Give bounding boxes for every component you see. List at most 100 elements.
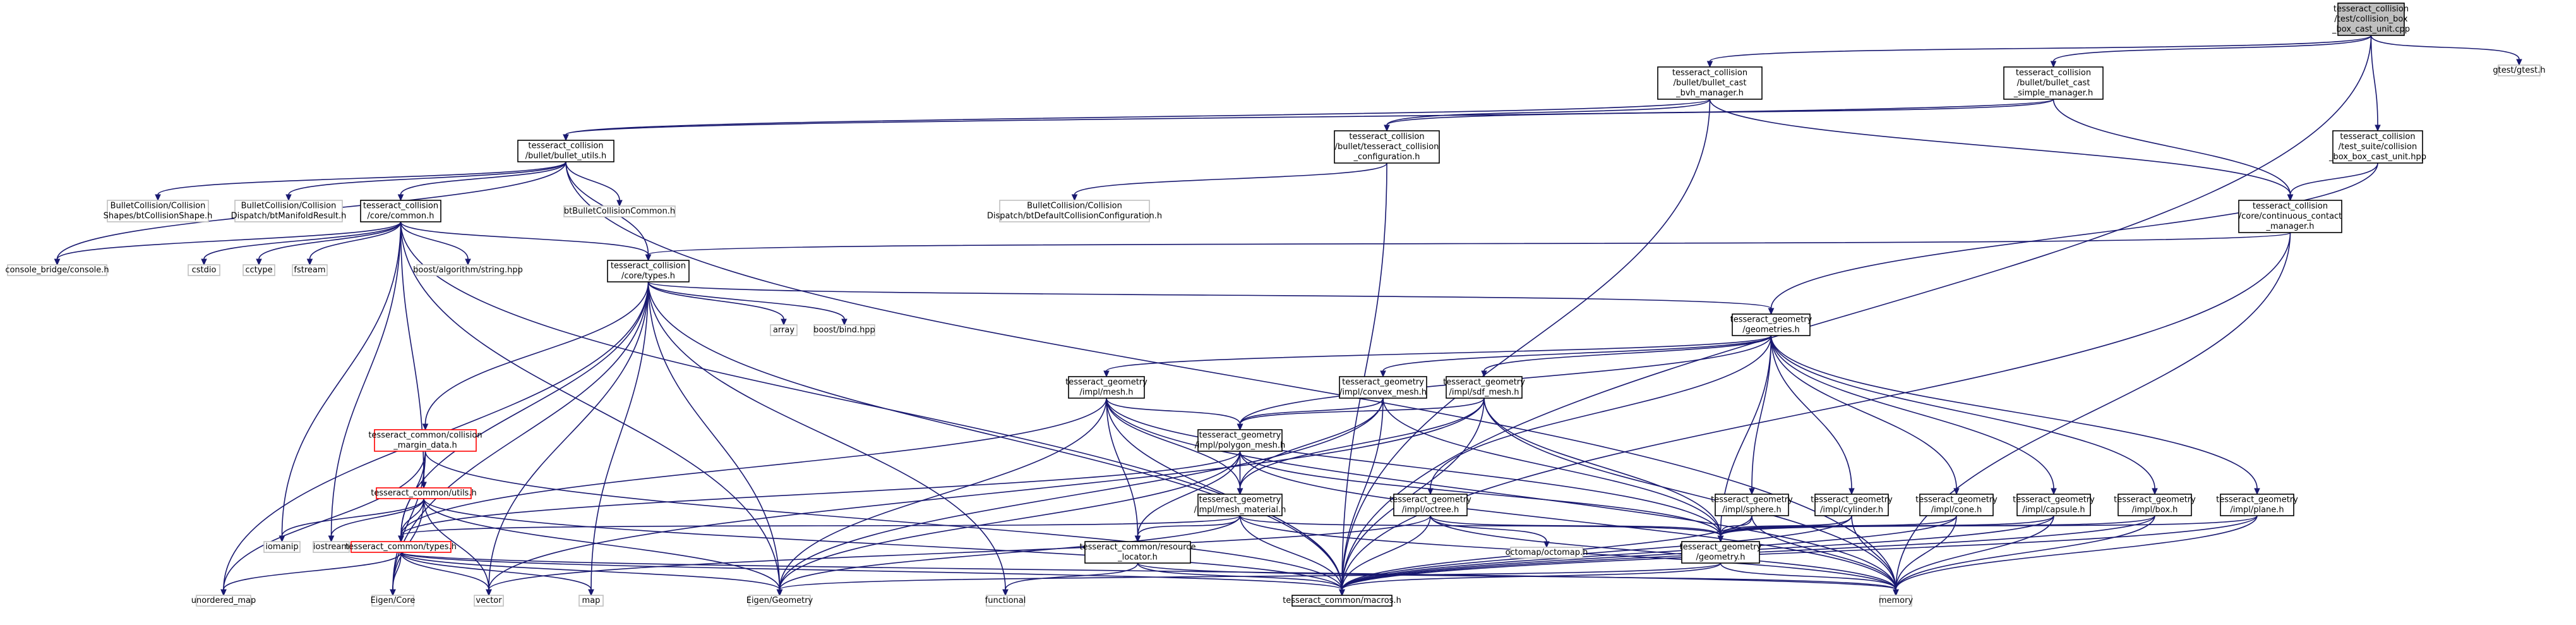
node-label-line: /bullet/bullet_cast — [1674, 78, 1747, 88]
node-label-line: _simple_manager.h — [2013, 88, 2094, 98]
node-box — [188, 264, 220, 276]
edge-line — [2052, 35, 2372, 62]
node-btmanifold[interactable]: BulletCollision/CollisionDispatch/btMani… — [231, 200, 347, 222]
edge-cutils-to-iostream — [328, 498, 424, 543]
edge-line — [1770, 335, 1852, 489]
node-imesh[interactable]: tesseract_geometry/impl/mesh.h — [1065, 376, 1147, 399]
node-geometries[interactable]: tesseract_geometry/geometries.h — [1730, 313, 1812, 336]
edge-line — [1106, 397, 1722, 537]
node-btcommon[interactable]: btBulletCollisionCommon.h — [563, 205, 676, 217]
node-icone[interactable]: tesseract_geometry/impl/cone.h — [1915, 494, 1998, 516]
edge-cutils-to-eigengeom — [423, 498, 783, 597]
node-gtest[interactable]: gtest/gtest.h — [2493, 64, 2546, 76]
edge-line — [400, 451, 1241, 537]
edge-simple-to-butils — [563, 99, 2054, 142]
edge-line — [1239, 397, 1384, 425]
node-label-line: tesseract_geometry — [1711, 495, 1793, 505]
node-memory[interactable]: memory — [1879, 595, 1914, 607]
edge-line — [647, 281, 781, 590]
edge-line — [2370, 35, 2378, 126]
node-ctypesh[interactable]: tesseract_common/types.h — [345, 541, 457, 553]
node-ctypes[interactable]: tesseract_collision/core/types.h — [607, 260, 690, 282]
node-butils[interactable]: tesseract_collision/bullet/bullet_utils.… — [517, 140, 614, 162]
node-label-line: _box_cast_unit.cpp — [2332, 25, 2410, 34]
node-root[interactable]: tesseract_collision/test/collision_box_b… — [2332, 3, 2410, 36]
node-label-line: tesseract_common/resource — [1080, 543, 1196, 552]
edge-ctypesh-to-eigencore — [390, 552, 402, 597]
node-label-line: Dispatch/btManifoldResult.h — [231, 212, 347, 221]
edge-line — [400, 515, 1241, 537]
edge-ioctree-to-vector — [486, 515, 1431, 597]
edge-line — [1720, 515, 2258, 537]
edge-butils-to-common — [397, 161, 566, 202]
node-box — [1334, 130, 1440, 164]
node-cutils[interactable]: tesseract_common/utils.h — [371, 487, 477, 499]
node-simple[interactable]: tesseract_collision/bullet/bullet_cast_s… — [2003, 66, 2104, 100]
edge-common-to-console — [54, 221, 402, 266]
edge-butils-to-btmanifold — [285, 161, 566, 202]
node-box — [1657, 66, 1763, 100]
node-cctype[interactable]: cctype — [243, 264, 275, 276]
node-eigencore[interactable]: Eigen/Core — [371, 595, 416, 607]
edge-line — [56, 221, 402, 260]
node-box — [1084, 541, 1191, 564]
edge-line — [1430, 515, 1722, 537]
node-label-line: btBulletCollisionCommon.h — [564, 207, 675, 216]
edge-line — [223, 451, 426, 590]
edge-line — [203, 221, 402, 260]
edge-geometries-to-isdf — [1481, 335, 1772, 378]
node-ipolygon[interactable]: tesseract_geometry/impl/polygon_mesh.h — [1195, 429, 1285, 452]
node-icapsule[interactable]: tesseract_geometry/impl/capsule.h — [2013, 494, 2095, 516]
node-fstream[interactable]: fstream — [292, 264, 328, 276]
node-unordered[interactable]: unordered_map — [191, 595, 256, 607]
edge-geometries-to-imesh — [1103, 335, 1772, 378]
node-eigengeom[interactable]: Eigen/Geometry — [746, 595, 813, 607]
node-label-line: /impl/sdf_mesh.h — [1449, 388, 1519, 397]
node-iomanip[interactable]: iomanip — [263, 541, 301, 553]
node-margin[interactable]: tesseract_common/collision_margin_data.h — [368, 429, 482, 452]
edge-arrowhead — [256, 258, 262, 266]
node-iconvex[interactable]: tesseract_geometry/impl/convex_mesh.h — [1339, 376, 1427, 399]
node-box — [999, 200, 1150, 222]
node-console[interactable]: console_bridge/console.h — [5, 264, 109, 276]
edge-geometries-to-isphere — [1749, 335, 1772, 495]
node-macros[interactable]: tesseract_common/macros.h — [1283, 595, 1401, 607]
edge-common-to-bstring — [400, 221, 471, 266]
node-geom[interactable]: tesseract_geometry/geometry.h — [1680, 541, 1762, 564]
node-ibox[interactable]: tesseract_geometry/impl/box.h — [2114, 494, 2196, 516]
node-test-suite[interactable]: tesseract_collision/test_suite/collision… — [2328, 130, 2426, 164]
node-imeshmat[interactable]: tesseract_geometry/impl/mesh_material.h — [1194, 494, 1286, 516]
node-label-line: tesseract_collision — [1672, 68, 1747, 78]
edge-ccm-to-memory — [1893, 232, 2291, 597]
node-vector[interactable]: vector — [474, 595, 504, 607]
edge-line — [1239, 397, 1485, 425]
node-label-line: tesseract_geometry — [2013, 495, 2095, 505]
node-isdf[interactable]: tesseract_geometry/impl/sdf_mesh.h — [1443, 376, 1525, 399]
node-btdefault[interactable]: BulletCollision/CollisionDispatch/btDefa… — [987, 200, 1162, 222]
edge-line — [1341, 562, 1722, 590]
node-ccm[interactable]: tesseract_collision/core/continuous_cont… — [2238, 200, 2342, 233]
edge-geom-to-memory — [1720, 562, 1899, 597]
node-functional[interactable]: functional — [985, 595, 1026, 607]
node-box — [416, 264, 520, 276]
node-bbind[interactable]: boost/bind.hpp — [813, 324, 875, 336]
node-octomap[interactable]: octomap/octomap.h — [1506, 547, 1588, 559]
node-isphere[interactable]: tesseract_geometry/impl/sphere.h — [1711, 494, 1793, 516]
node-common[interactable]: tesseract_collision/core/common.h — [360, 200, 441, 222]
node-iplane[interactable]: tesseract_geometry/impl/plane.h — [2216, 494, 2298, 516]
node-array[interactable]: array — [770, 324, 798, 336]
node-btshape[interactable]: BulletCollision/CollisionShapes/btCollis… — [104, 200, 213, 222]
node-bvh[interactable]: tesseract_collision/bullet/bullet_cast_b… — [1657, 66, 1763, 100]
node-iostream[interactable]: iostream — [313, 541, 350, 553]
node-cstdio[interactable]: cstdio — [188, 264, 220, 276]
node-box — [1197, 494, 1283, 516]
node-tconf[interactable]: tesseract_collision/bullet/tesseract_col… — [1334, 130, 1440, 164]
node-label-line: /impl/plane.h — [2230, 506, 2284, 515]
edge-arrowhead — [1481, 370, 1487, 378]
edge-line — [400, 221, 781, 590]
node-map[interactable]: map — [578, 595, 604, 607]
node-icylinder[interactable]: tesseract_geometry/impl/cylinder.h — [1811, 494, 1893, 516]
node-resloc[interactable]: tesseract_common/resource_locator.h — [1080, 541, 1196, 564]
node-bstring[interactable]: boost/algorithm/string.hpp — [413, 264, 523, 276]
node-ioctree[interactable]: tesseract_geometry/impl/octree.h — [1389, 494, 1471, 516]
